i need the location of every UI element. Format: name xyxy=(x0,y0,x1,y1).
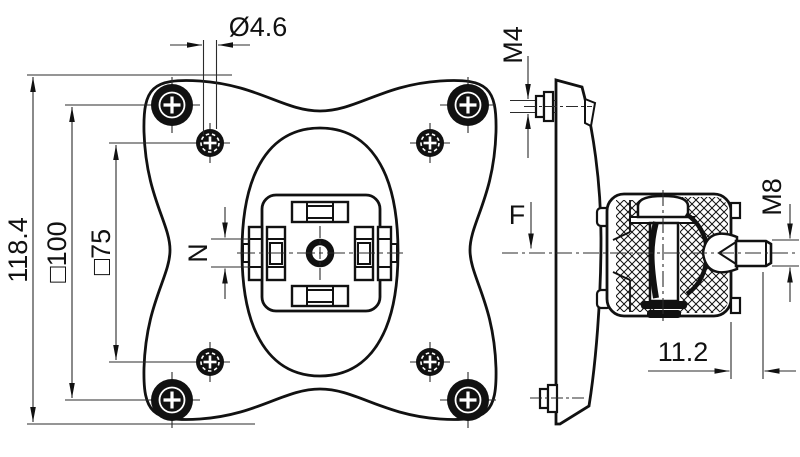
dim-force: F xyxy=(509,200,534,249)
dim-inner-pattern: □75 xyxy=(86,142,193,363)
side-view xyxy=(502,78,796,426)
plate-hook-clip xyxy=(584,97,597,128)
dim-label-outer-pattern: □100 xyxy=(42,221,72,282)
dim-m4-thread: M4 xyxy=(498,26,531,158)
inner-screw-hole xyxy=(410,123,450,163)
dim-label-tab: N xyxy=(183,243,213,263)
dim-hole-diameter: Ø4.6 xyxy=(170,12,287,135)
dim-label-m8: M8 xyxy=(757,178,787,216)
latch-tab-bottom xyxy=(290,284,350,308)
corner-screw xyxy=(144,77,200,133)
dim-label-inner-pattern: □75 xyxy=(86,229,116,275)
ball-joint xyxy=(595,192,773,318)
inner-screw-hole xyxy=(410,342,450,382)
latch-tab-top xyxy=(290,200,350,224)
corner-screw xyxy=(440,77,496,133)
ball-edge xyxy=(648,221,659,299)
dim-overall-size: 118.4 xyxy=(3,74,255,425)
corner-screw xyxy=(144,372,200,428)
dim-label-stud-length: 11.2 xyxy=(658,337,709,367)
dim-label-overall-size: 118.4 xyxy=(3,217,33,283)
dim-label-force: F xyxy=(509,200,526,230)
corner-screw xyxy=(440,372,496,428)
inner-screw-hole xyxy=(190,342,230,382)
dim-outer-pattern: □100 xyxy=(42,104,149,401)
inner-screw-hole xyxy=(190,123,230,163)
dim-m8-thread: M8 xyxy=(757,178,799,302)
dim-label-m4: M4 xyxy=(498,26,528,64)
dimensions: Ø4.6 118.4 □100 □75 xyxy=(3,12,799,425)
front-view xyxy=(142,77,498,428)
dim-label-hole-diameter: Ø4.6 xyxy=(229,12,288,42)
dim-tab: N xyxy=(183,207,250,299)
dim-stud-length: 11.2 xyxy=(648,272,796,379)
